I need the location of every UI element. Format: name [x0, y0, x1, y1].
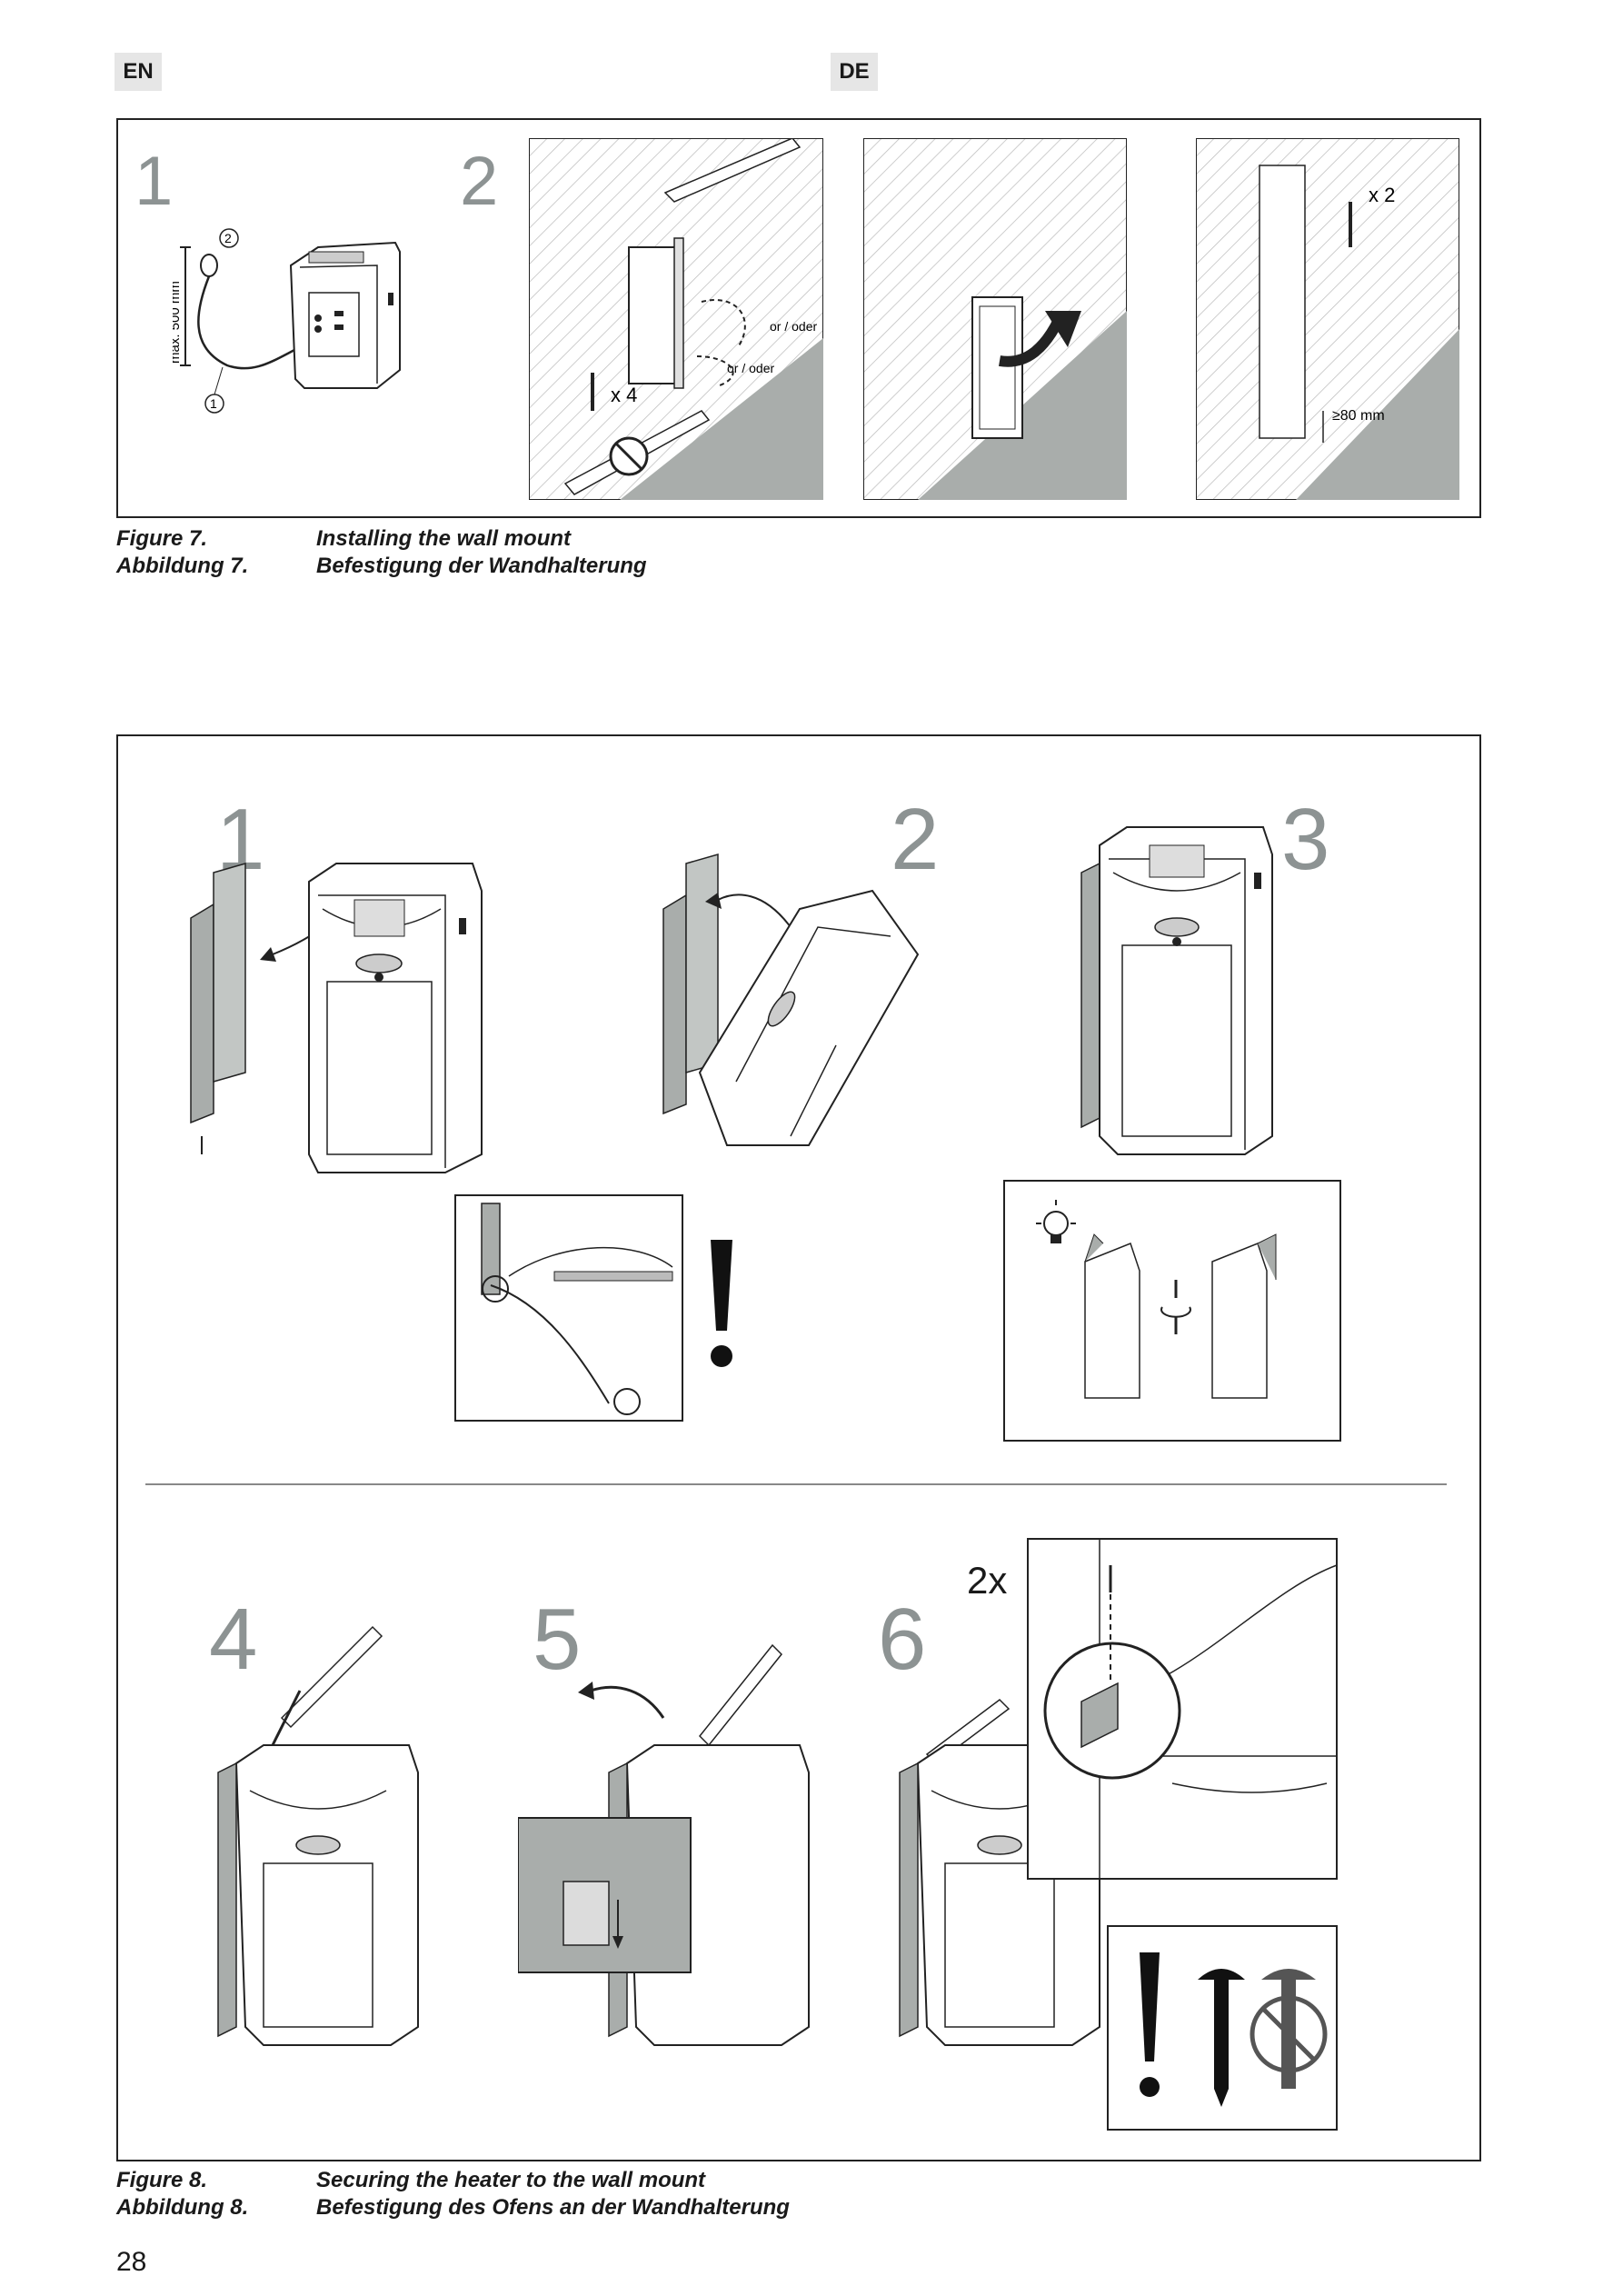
figure-8-title-de: Befestigung des Ofens an der Wandhalteru… — [316, 2195, 790, 2220]
or-oder-label-1: or / oder — [770, 319, 817, 334]
or-oder-label-2: or / oder — [727, 361, 774, 375]
figure-8-step-2-detail-inset — [454, 1194, 683, 1422]
figure-7-frame: 1 2 max. 500 mm 2 1 — [116, 118, 1481, 518]
figure-8-step-2-illustration — [662, 854, 920, 1146]
figure-8-step-4-number: 4 — [209, 1591, 258, 1688]
figure-7-title-en: Installing the wall mount — [316, 526, 572, 551]
figure-7-step-3-illustration — [863, 138, 1127, 500]
figure-7-step-2-illustration: x 4 or / oder or / oder — [529, 138, 823, 500]
figure-7-step-4-illustration: x 2 ≥80 mm — [1196, 138, 1459, 500]
figure-7-step-2-number: 2 — [460, 143, 499, 220]
screw-count-x2: x 2 — [1369, 184, 1395, 206]
figure-8-step-6-detail-inset — [1027, 1538, 1338, 1880]
figure-8-step-5-illustration — [518, 1643, 810, 2046]
warning-exclamation-icon — [711, 1240, 732, 1367]
step-divider — [145, 1483, 1447, 1485]
figure-7-title-de: Befestigung der Wandhalterung — [316, 554, 647, 578]
callout-2: 2 — [224, 231, 232, 245]
figure-8-screw-warning-inset — [1107, 1925, 1338, 2131]
figure-7-caption: Figure 7. Installing the wall mount Abbi… — [116, 525, 934, 580]
correct-screw-icon — [1198, 1969, 1245, 2107]
exclamation-icon — [1140, 1952, 1160, 2097]
figure-7-step-1-illustration: max. 500 mm 2 1 — [173, 228, 401, 414]
figure-8-caption: Figure 8. Securing the heater to the wal… — [116, 2167, 1025, 2221]
wrong-screw-icon — [1250, 1969, 1328, 2089]
max-distance-label: max. 500 mm — [173, 281, 183, 364]
language-tag-en: EN — [115, 53, 162, 91]
figure-7-step-1-number: 1 — [134, 143, 174, 220]
figure-8-tip-inset — [1003, 1180, 1341, 1442]
figure-8-step-5-number: 5 — [533, 1591, 582, 1688]
figure-7-label-de: Abbildung 7. — [116, 554, 249, 578]
lightbulb-icon — [1036, 1200, 1076, 1243]
figure-7-label-en: Figure 7. — [116, 526, 208, 551]
figure-8-title-en: Securing the heater to the wall mount — [316, 2168, 706, 2192]
figure-8-label-de: Abbildung 8. — [116, 2195, 249, 2220]
page-number: 28 — [116, 2247, 147, 2277]
figure-8-label-en: Figure 8. — [116, 2168, 208, 2192]
figure-8-step-3-number: 3 — [1281, 791, 1330, 888]
figure-8-frame: 1 2 3 4 5 6 — [116, 734, 1481, 2161]
callout-1: 1 — [210, 396, 217, 411]
figure-8-step-6-number: 6 — [878, 1591, 927, 1688]
figure-8-step-4-illustration — [217, 1625, 419, 2046]
figure-8-step-1-illustration — [190, 863, 483, 1173]
figure-8-step-3-illustration — [1080, 826, 1273, 1155]
figure-8-step-2-number: 2 — [891, 791, 940, 888]
min-distance-label: ≥80 mm — [1332, 408, 1385, 424]
language-tag-de: DE — [831, 53, 878, 91]
screw-count-x4: x 4 — [611, 384, 637, 406]
twice-label: 2x — [967, 1559, 1008, 1602]
